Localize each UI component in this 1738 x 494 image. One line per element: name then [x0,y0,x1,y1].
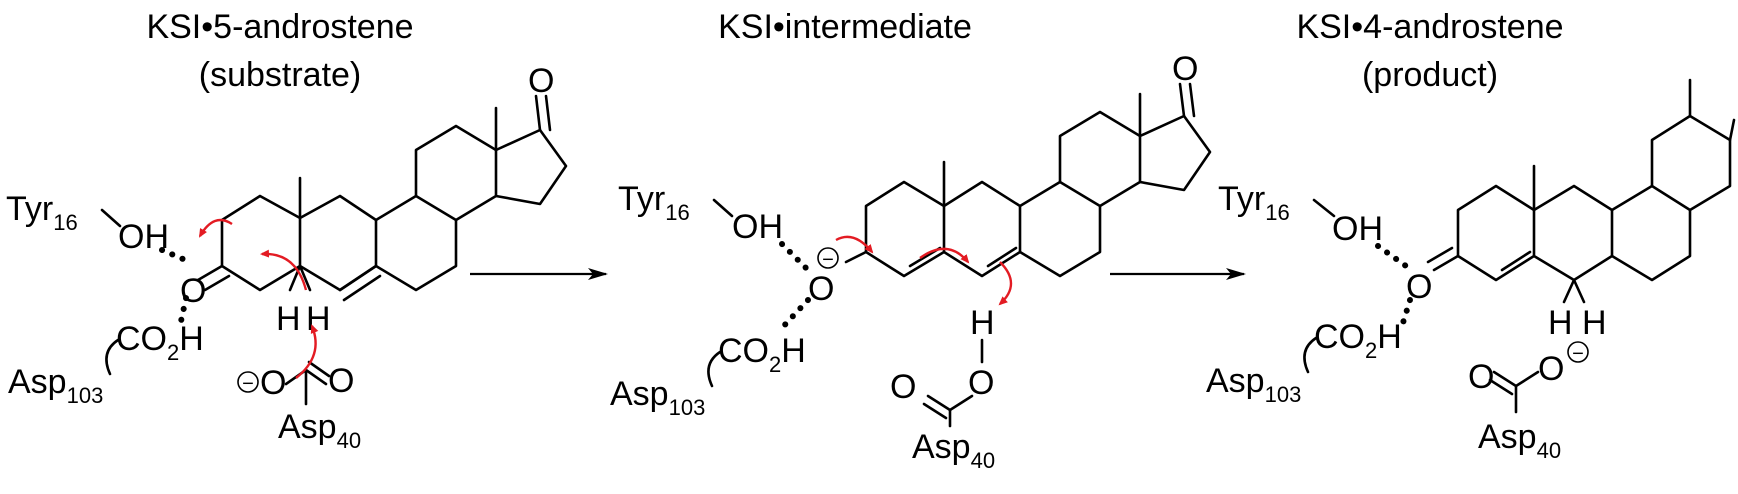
carbonyl-oxygen: O [180,272,206,310]
svg-text:O: O [260,364,286,402]
electron-push-arrows [835,235,1013,306]
svg-text:−: − [1572,343,1584,365]
hydrogen-bond [779,241,809,271]
tyr16-group: Tyr16 OH [1218,180,1383,248]
asp103-group: Asp103 CO2H [610,332,806,420]
ketone-oxygen: O [528,62,554,100]
hydrogen-bond [1375,243,1409,269]
svg-text:O: O [328,362,354,400]
svg-text:O: O [1468,358,1494,396]
svg-text:CO2H: CO2H [1314,318,1402,363]
panel-title: KSI•5-androstene [146,8,413,46]
panel-substrate: KSI•5-androstene (substrate) O O H H Tyr… [6,8,568,453]
svg-text:Asp103: Asp103 [1206,362,1301,407]
svg-text:H: H [970,304,995,342]
svg-text:O: O [1538,350,1564,388]
steroid-skeleton [1426,78,1736,304]
steroid-skeleton [196,94,568,302]
svg-text:Tyr16: Tyr16 [1218,180,1290,225]
hydrogen-right: H [1582,304,1607,342]
asp103-group: Asp103 CO2H [8,320,204,408]
svg-text:Asp40: Asp40 [1478,418,1561,463]
svg-text:−: − [242,373,254,395]
panel-subtitle: (product) [1362,56,1498,94]
tyr16-group: Tyr16 OH [618,180,783,246]
hydrogen-bond [177,295,189,329]
hydrogen-left: H [276,300,301,338]
svg-text:Asp40: Asp40 [912,428,995,473]
panel-title: KSI•4-androstene [1296,8,1563,46]
hydrogen-bond [777,297,811,333]
svg-text:CO2H: CO2H [718,332,806,377]
hydrogen-right: H [306,300,331,338]
panel-product: KSI•4-androstene (product) O H H Tyr16 O… [1206,8,1736,463]
tyr16-group: Tyr16 OH [6,190,169,256]
asp40-group: H O O Asp40 [890,304,995,473]
svg-text:Asp40: Asp40 [278,408,361,453]
hydrogen-left: H [1548,304,1573,342]
svg-text:O: O [1172,50,1198,88]
electron-push-arrows [198,218,319,379]
asp40-group: − O O Asp40 [237,360,361,453]
panel-intermediate: KSI•intermediate O O − Tyr16 OH Asp103 [610,8,1212,473]
svg-text:OH: OH [1332,210,1383,248]
panel-subtitle: (substrate) [199,56,362,94]
svg-text:−: − [822,249,834,271]
svg-text:CO2H: CO2H [116,320,204,365]
asp40-group: O O − Asp40 [1468,341,1589,463]
svg-text:Tyr16: Tyr16 [6,190,78,235]
svg-text:Asp103: Asp103 [610,375,705,420]
steroid-skeleton [844,82,1212,278]
svg-text:O: O [890,368,916,406]
svg-text:OH: OH [732,208,783,246]
enolate-oxygen: O [808,270,834,308]
hydrogen-bond [1399,297,1413,329]
panel-title: KSI•intermediate [718,8,972,46]
svg-text:Asp103: Asp103 [8,363,103,408]
asp103-group: Asp103 CO2H [1206,318,1402,407]
svg-text:Tyr16: Tyr16 [618,180,690,225]
